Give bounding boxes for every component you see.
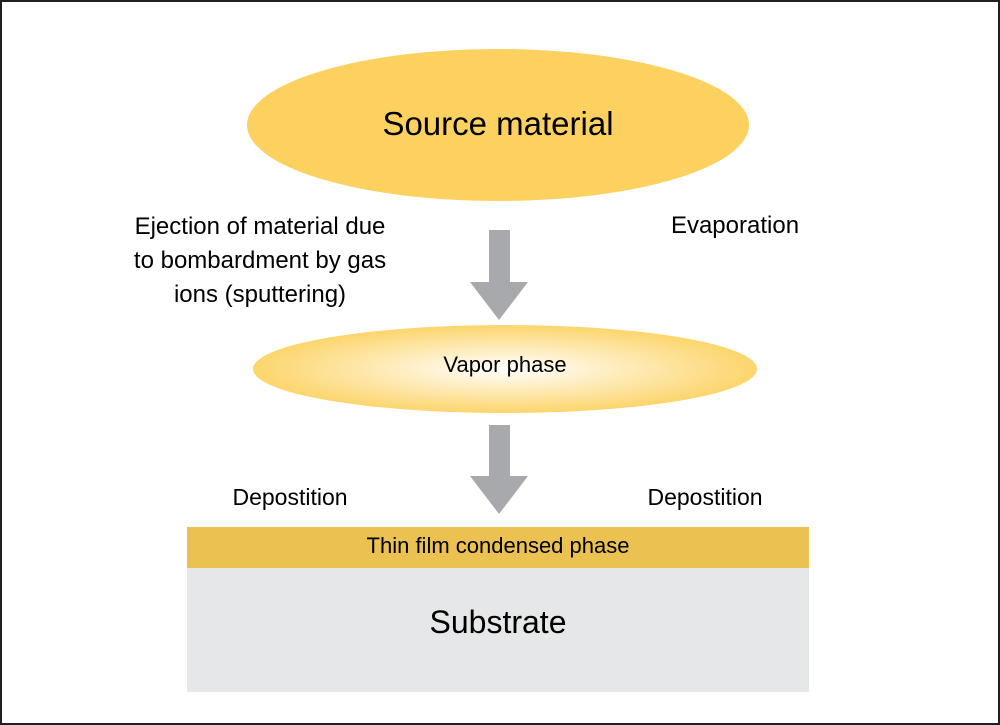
thin-film-layer [187, 527, 809, 568]
arrow-down-icon [470, 230, 528, 320]
substrate-label: Substrate [429, 604, 567, 640]
vapor-phase-label: Vapor phase [443, 352, 567, 377]
vapor-phase-node [253, 325, 757, 413]
source-material-node [247, 49, 749, 201]
sputtering-annotation: Ejection of material due to bombardment … [80, 210, 440, 312]
sputtering-annotation-line: to bombardment by gas [133, 247, 387, 274]
source-material-label: Source material [382, 105, 614, 142]
deposition-left-annotation: Depostition [232, 484, 348, 510]
deposition-right-annotation: Depostition [647, 484, 763, 510]
evaporation-annotation: Evaporation [670, 212, 800, 239]
sputtering-annotation-line: Ejection of material due [134, 213, 386, 240]
substrate-layer [187, 568, 809, 692]
arrow-down-icon [470, 425, 528, 514]
sputtering-annotation-line: ions (sputtering) [173, 281, 347, 308]
thin-film-label: Thin film condensed phase [366, 533, 630, 558]
